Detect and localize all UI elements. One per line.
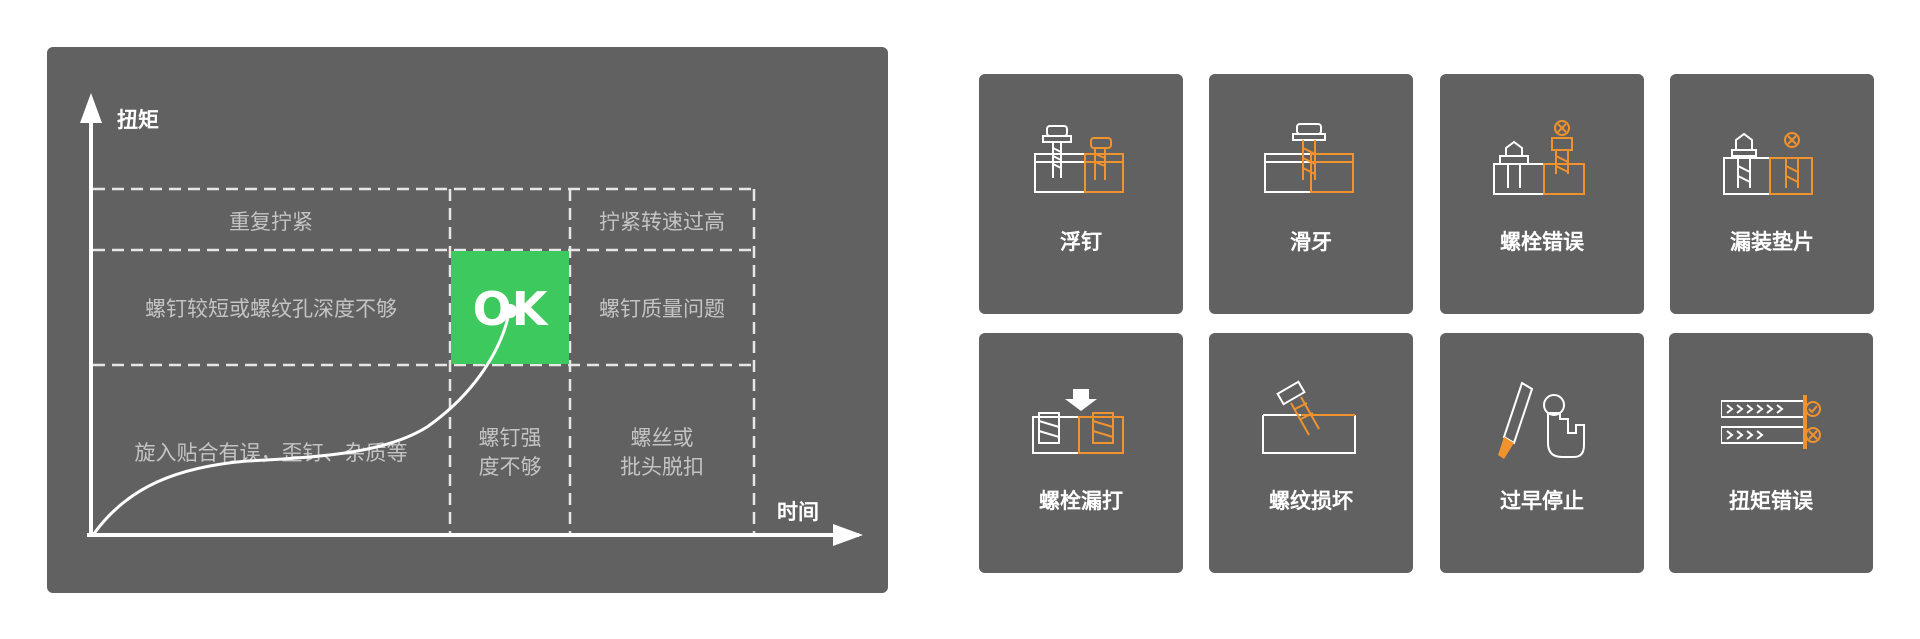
fault-card-damaged-thread: 螺纹损坏 [1209, 333, 1413, 573]
fault-label: 螺栓错误 [1500, 230, 1584, 254]
floating-screw-icon [1034, 125, 1124, 193]
premature-stop-icon [1498, 381, 1585, 459]
y-axis-label: 扭矩 [117, 108, 159, 132]
cell-thread-bit-line2: 批头脱扣 [620, 455, 704, 479]
cell-screw-strength-line1: 螺钉强 [479, 426, 542, 450]
cell-screw-in-error: 旋入贴合有误，歪钉、杂质等 [135, 441, 408, 465]
fault-label: 螺栓漏打 [1039, 489, 1123, 513]
damaged-thread-icon [1262, 380, 1356, 454]
stripped-thread-icon [1264, 123, 1354, 193]
dashed-grid [93, 187, 756, 534]
fault-card-missed-bolt: 螺栓漏打 [979, 333, 1183, 573]
cell-screw-quality: 螺钉质量问题 [599, 297, 725, 321]
fault-card-torque-error: 扭矩错误 [1669, 333, 1873, 573]
fault-label: 浮钉 [1060, 230, 1102, 254]
x-axis-label: 时间 [777, 500, 819, 524]
torque-diagram: OK 重复拧紧 拧紧转速过高 螺钉较短或螺纹孔深度不够 螺钉质量问题 旋入贴合有… [80, 93, 863, 546]
cell-speed-too-high: 拧紧转速过高 [599, 210, 725, 234]
missed-bolt-icon [1032, 389, 1124, 454]
fault-label: 过早停止 [1500, 489, 1584, 513]
fault-label: 漏装垫片 [1730, 230, 1814, 254]
fault-label: 扭矩错误 [1729, 489, 1813, 513]
torque-diagram-panel: OK 重复拧紧 拧紧转速过高 螺钉较短或螺纹孔深度不够 螺钉质量问题 旋入贴合有… [47, 47, 888, 593]
y-axis-arrow [80, 93, 102, 123]
fault-card-stripped-thread: 滑牙 [1209, 74, 1413, 314]
curve-endpoint [503, 304, 517, 318]
torque-curve [91, 312, 511, 536]
fault-label: 螺纹损坏 [1269, 489, 1353, 513]
cell-thread-bit-line1: 螺丝或 [631, 426, 694, 450]
fault-card-premature-stop: 过早停止 [1440, 333, 1644, 573]
fault-card-missing-washer: 漏装垫片 [1670, 74, 1874, 314]
cell-screw-strength-line2: 度不够 [479, 455, 542, 479]
torque-error-icon [1721, 395, 1821, 449]
fault-card-floating-screw: 浮钉 [979, 74, 1183, 314]
fault-label: 滑牙 [1290, 230, 1332, 254]
missing-washer-icon [1723, 132, 1813, 195]
x-axis-arrow [833, 524, 863, 546]
pen-tip [1498, 437, 1514, 459]
down-arrow [1065, 389, 1097, 411]
cell-repeat-tighten: 重复拧紧 [229, 210, 313, 234]
cell-screw-short: 螺钉较短或螺纹孔深度不够 [145, 297, 397, 321]
fault-card-wrong-bolt: 螺栓错误 [1440, 74, 1644, 314]
wrong-bolt-icon [1493, 120, 1585, 195]
